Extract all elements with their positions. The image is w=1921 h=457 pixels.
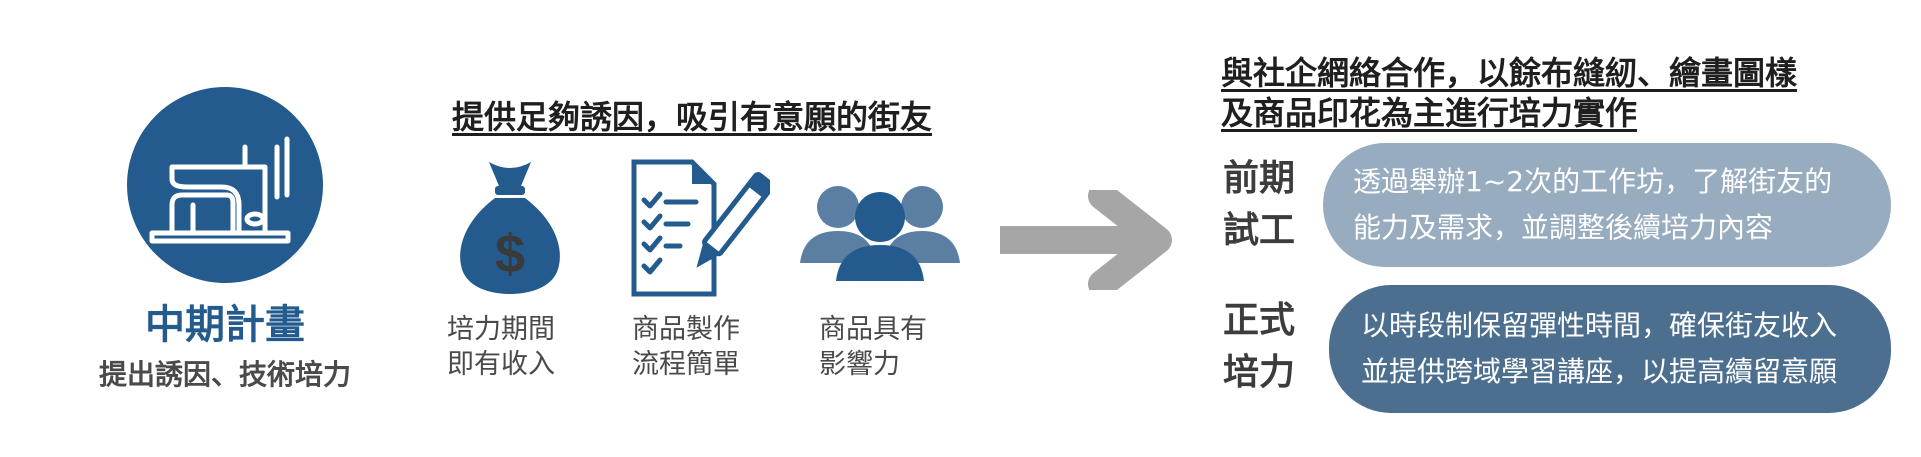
phase-label-line: 正式 xyxy=(1223,300,1296,341)
incentive-caption-process: 商品製作 流程簡單 xyxy=(632,312,740,382)
caption-line: 影響力 xyxy=(819,349,900,380)
right-arrow-icon xyxy=(1000,182,1176,298)
incentives-heading: 提供足夠誘因，吸引有意願的街友 xyxy=(452,98,933,136)
phase-text-line: 以時段制保留彈性時間，確保街友收入 xyxy=(1361,309,1838,342)
plan-subtitle: 提出誘因、技術培力 xyxy=(98,358,351,391)
caption-line: 流程簡單 xyxy=(632,349,740,380)
checklist-pen-icon xyxy=(630,158,775,302)
plan-circle xyxy=(127,87,323,283)
caption-line: 即有收入 xyxy=(447,349,555,380)
phase-label-trial: 前期 試工 xyxy=(1223,153,1295,257)
phase-description-trial: 透過舉辦1~2次的工作坊，了解街友的 能力及需求，並調整後續培力內容 xyxy=(1323,143,1891,267)
sewing-machine-icon xyxy=(149,136,291,244)
cooperation-heading-line1: 與社企網絡合作，以餘布縫紉、繪畫圖樣 xyxy=(1221,54,1798,92)
caption-line: 培力期間 xyxy=(447,314,555,345)
phase-description-formal: 以時段制保留彈性時間，確保街友收入 並提供跨域學習講座，以提高續留意願 xyxy=(1329,285,1891,413)
phase-text-line: 能力及需求，並調整後續培力內容 xyxy=(1353,211,1774,244)
incentive-caption-influence: 商品具有 影響力 xyxy=(819,312,927,382)
money-bag-icon: $ xyxy=(455,160,565,299)
phase-label-line: 培力 xyxy=(1223,352,1296,393)
caption-line: 商品製作 xyxy=(632,314,740,345)
svg-text:$: $ xyxy=(495,224,525,284)
incentive-caption-income: 培力期間 即有收入 xyxy=(447,312,555,382)
phase-label-line: 前期 xyxy=(1223,158,1296,199)
people-group-icon xyxy=(800,183,960,287)
phase-text-line: 透過舉辦1~2次的工作坊，了解街友的 xyxy=(1353,165,1833,198)
phase-label-line: 試工 xyxy=(1223,210,1296,251)
plan-title: 中期計畫 xyxy=(145,302,305,348)
cooperation-heading-line2: 及商品印花為主進行培力實作 xyxy=(1221,94,1638,132)
phase-text-line: 並提供跨域學習講座，以提高續留意願 xyxy=(1361,355,1838,388)
caption-line: 商品具有 xyxy=(819,314,927,345)
phase-label-formal: 正式 培力 xyxy=(1223,295,1295,399)
